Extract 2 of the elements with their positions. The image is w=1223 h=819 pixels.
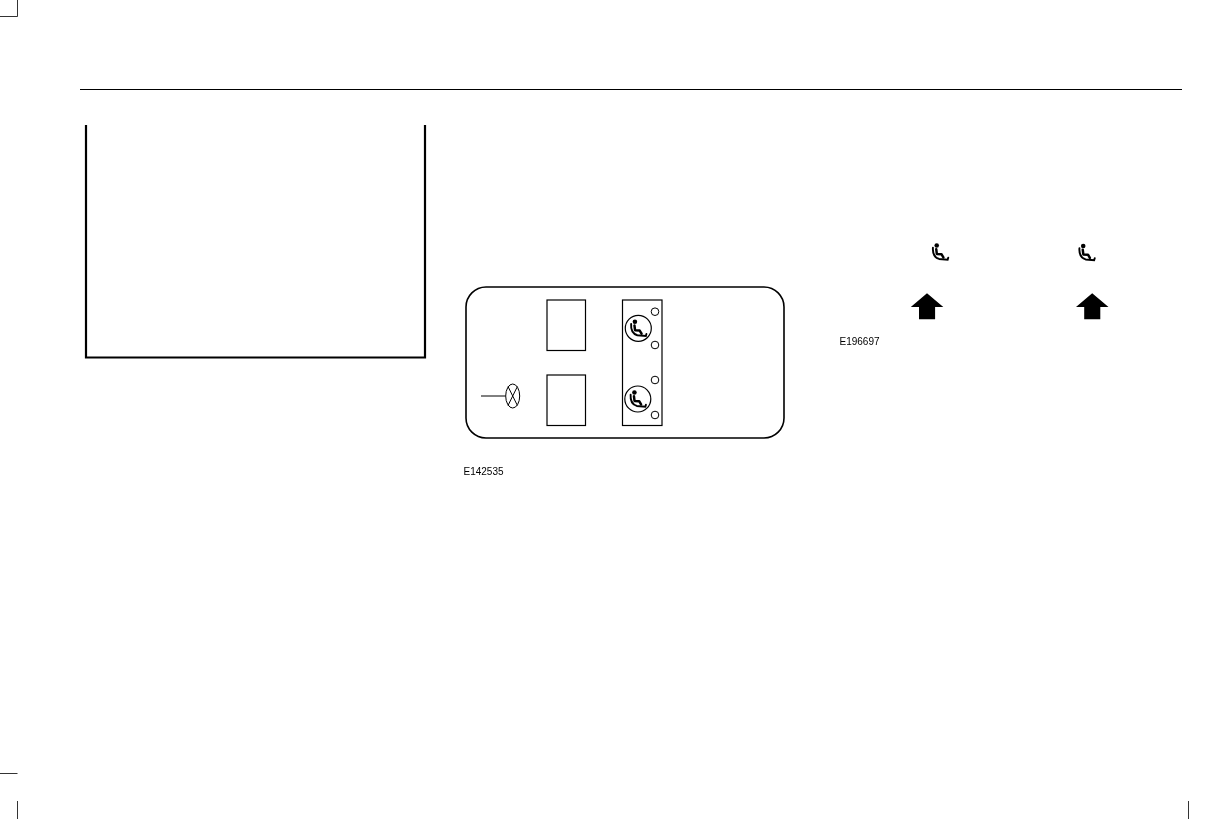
figure-code: E196697 bbox=[839, 336, 880, 347]
figure-code: E142535 bbox=[463, 466, 504, 477]
